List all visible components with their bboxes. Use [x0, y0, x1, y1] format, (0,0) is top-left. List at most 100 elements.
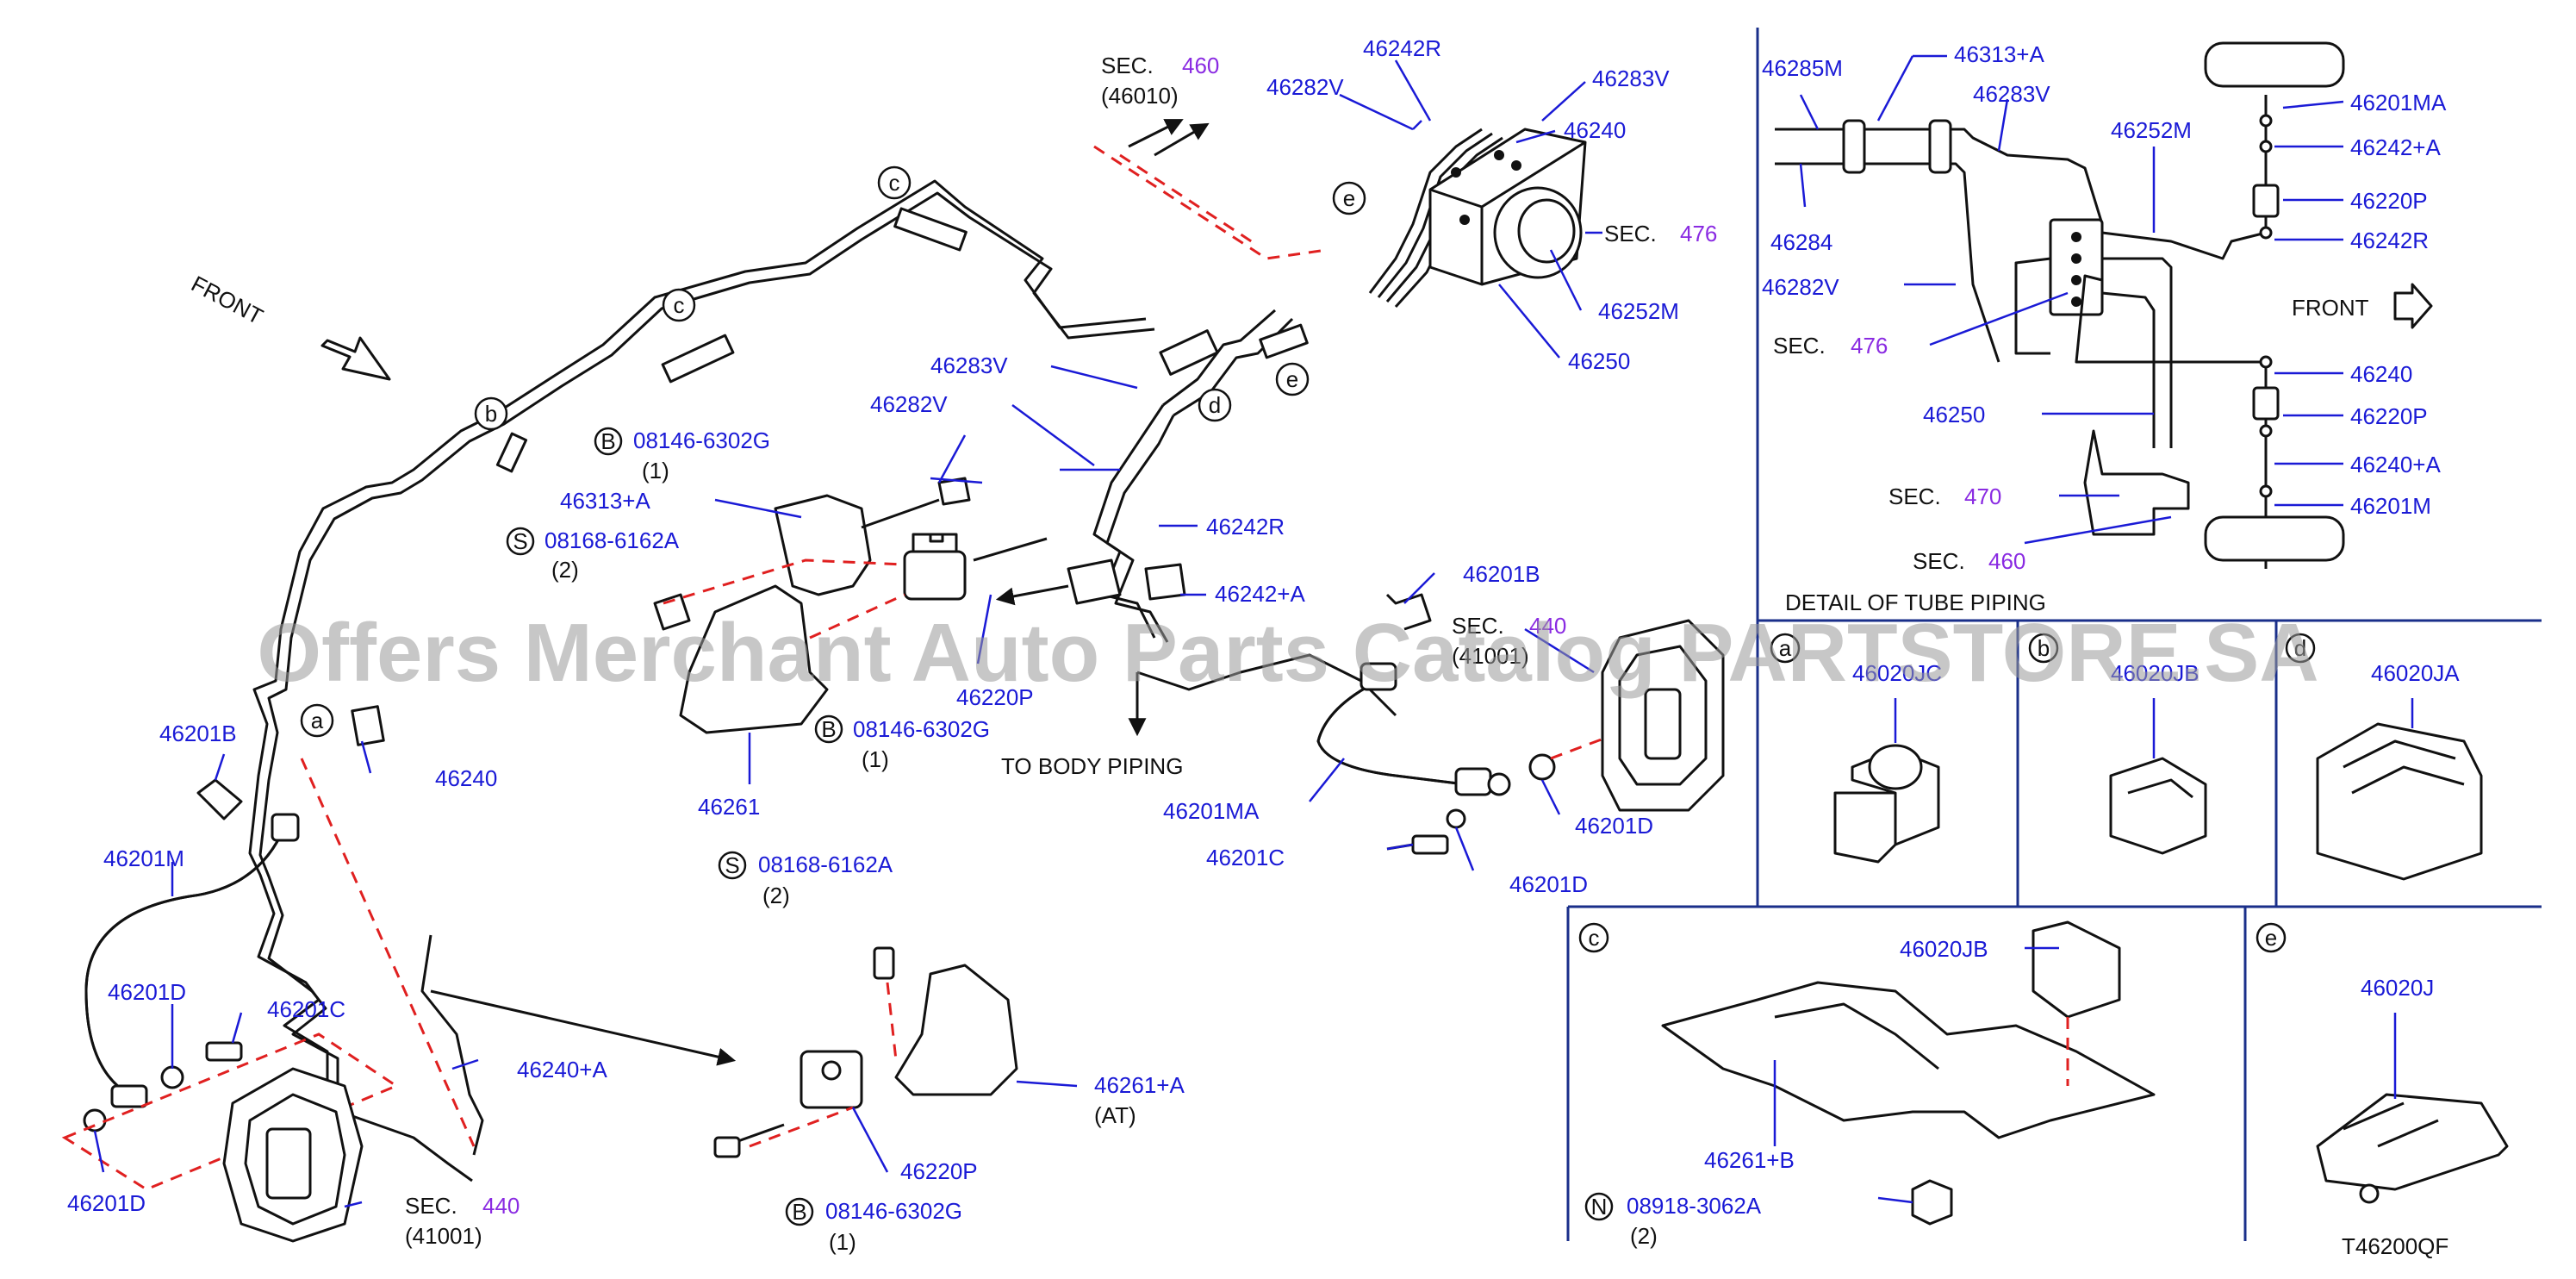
bolt-b1-code: 08146-6302G: [633, 427, 770, 453]
detail-panel-e: e: [2256, 922, 2509, 1204]
detail-a-part: 46020JC: [1852, 660, 1942, 686]
label-46261: 46261: [698, 794, 760, 820]
sec-476-number: 476: [1680, 221, 1717, 246]
label-46201D-left2: 46201D: [67, 1190, 146, 1216]
sch-sec-476-word: SEC.: [1773, 333, 1826, 359]
sec-440-word-right: SEC.: [1452, 613, 1504, 639]
label-46242R-mid: 46242R: [1206, 514, 1285, 540]
bolt-b3-code: 08146-6302G: [825, 1198, 962, 1224]
label-46201M: 46201M: [103, 845, 184, 871]
detail-panel-a: a: [1770, 633, 1940, 864]
sch-46220P-2: 46220P: [2350, 403, 2428, 429]
bolt-s1-letter: S: [513, 528, 527, 554]
bolt-b2-letter: B: [821, 716, 836, 742]
label-46201B-left: 46201B: [159, 721, 237, 746]
sec-440-number-right: 440: [1529, 613, 1566, 639]
front-direction-main: FRONT: [187, 271, 391, 381]
callout-a: a: [311, 708, 324, 733]
label-46220P-mid: 46220P: [956, 684, 1034, 710]
bolt-s2-code: 08168-6162A: [758, 852, 893, 877]
sch-sec-476-number: 476: [1851, 333, 1888, 359]
sch-46240: 46240: [2350, 361, 2412, 387]
sec-460-sub: (46010): [1101, 83, 1179, 109]
abs-actuator: [1412, 120, 1587, 286]
callout-d: d: [1209, 392, 1221, 418]
sec-460-number: 460: [1182, 53, 1219, 78]
sch-46201MA: 46201MA: [2350, 90, 2447, 115]
sch-46282V: 46282V: [1762, 274, 1839, 300]
label-46282V-top: 46282V: [1266, 74, 1344, 100]
front-label: FRONT: [187, 271, 267, 330]
sch-46201M: 46201M: [2350, 493, 2431, 519]
detail-panel-b: b: [2028, 633, 2207, 855]
tube-schematic: [1775, 41, 2433, 569]
sec-460-word: SEC.: [1101, 53, 1154, 78]
label-46201C-right: 46201C: [1206, 845, 1285, 870]
sch-sec-460-word: SEC.: [1913, 548, 1965, 574]
main-brake-tube: [248, 179, 1155, 1182]
label-46201D-left1: 46201D: [108, 979, 186, 1005]
detail-b-part: 46020JB: [2111, 660, 2200, 686]
label-46261A: 46261+A: [1094, 1072, 1185, 1098]
label-46283V-mid: 46283V: [930, 353, 1008, 378]
detail-a-callout: a: [1779, 635, 1792, 661]
label-46313A: 46313+A: [560, 488, 650, 514]
sch-46240A: 46240+A: [2350, 452, 2441, 477]
nut-n1-letter: N: [1591, 1194, 1608, 1220]
detail-c-plate: 46261+B: [1704, 1147, 1795, 1173]
detail-labels: 46020JC 46020JB 46020JA 46020JB 46261+B …: [1627, 660, 2460, 1259]
bolt-b1-qty: (1): [642, 458, 669, 484]
bracket-assembly: [653, 477, 1186, 737]
bolt-b3-qty: (1): [829, 1229, 856, 1255]
label-46261A-sub: (AT): [1094, 1102, 1136, 1128]
label-46201D-right1: 46201D: [1575, 813, 1653, 839]
detail-e-callout: e: [2265, 925, 2277, 951]
nut-n1-code: 08918-3062A: [1627, 1193, 1762, 1219]
label-46242A: 46242+A: [1215, 581, 1305, 607]
label-46250-top: 46250: [1568, 348, 1630, 374]
sec-440-number-left: 440: [482, 1193, 520, 1219]
sch-46284: 46284: [1770, 229, 1832, 255]
label-46252M-top: 46252M: [1598, 298, 1679, 324]
detail-panel-c: c: [1578, 920, 2156, 1226]
route-callouts: c c b a d e e: [300, 165, 1366, 738]
callout-e-2: e: [1343, 185, 1355, 211]
detail-e-part: 46020J: [2361, 975, 2434, 1001]
schematic-labels: 46285M 46313+A 46283V 46284 46282V 46252…: [1762, 41, 2447, 615]
sch-46285M: 46285M: [1762, 55, 1843, 81]
right-front-hose: [1316, 593, 1725, 855]
watermark: Offers Merchant Auto Parts Catalog PARTS…: [257, 607, 2318, 699]
sch-46252M: 46252M: [2111, 117, 2192, 143]
to-body-piping: TO BODY PIPING: [1001, 753, 1183, 779]
label-46220P-low: 46220P: [900, 1158, 978, 1184]
leader-lines: [93, 54, 2414, 1208]
label-46240-left: 46240: [435, 765, 497, 791]
bolt-s1-code: 08168-6162A: [544, 527, 680, 553]
callout-c-2: c: [674, 292, 685, 318]
sec-440-sub-right: (41001): [1452, 643, 1529, 669]
drawing-id: T46200QF: [2342, 1233, 2448, 1259]
bolt-b1-letter: B: [600, 428, 615, 454]
bolt-s2-qty: (2): [762, 883, 790, 908]
sch-46220P-1: 46220P: [2350, 188, 2428, 214]
sch-46242A: 46242+A: [2350, 134, 2441, 160]
detail-c-clip: 46020JB: [1900, 936, 1988, 962]
sec-440-sub-left: (41001): [405, 1223, 482, 1249]
detail-panel-d: d: [2285, 633, 2483, 881]
label-46201C-left: 46201C: [267, 996, 345, 1022]
detail-d-part: 46020JA: [2371, 660, 2460, 686]
label-46201D-right2: 46201D: [1509, 871, 1588, 897]
left-front-hose: [61, 758, 737, 1243]
sch-sec-460-number: 460: [1988, 548, 2025, 574]
detail-title: DETAIL OF TUBE PIPING: [1785, 590, 2046, 615]
bolt-b2-qty: (1): [862, 746, 889, 772]
sch-46283V: 46283V: [1973, 81, 2050, 107]
sch-sec-470-word: SEC.: [1888, 484, 1941, 509]
bolt-callouts: B S B S B N: [506, 427, 1614, 1226]
label-46283V-top: 46283V: [1592, 66, 1670, 91]
callout-e-1: e: [1286, 366, 1298, 392]
detail-d-callout: d: [2294, 635, 2306, 661]
label-46201MA: 46201MA: [1163, 798, 1260, 824]
bolt-s2-letter: S: [725, 852, 739, 878]
